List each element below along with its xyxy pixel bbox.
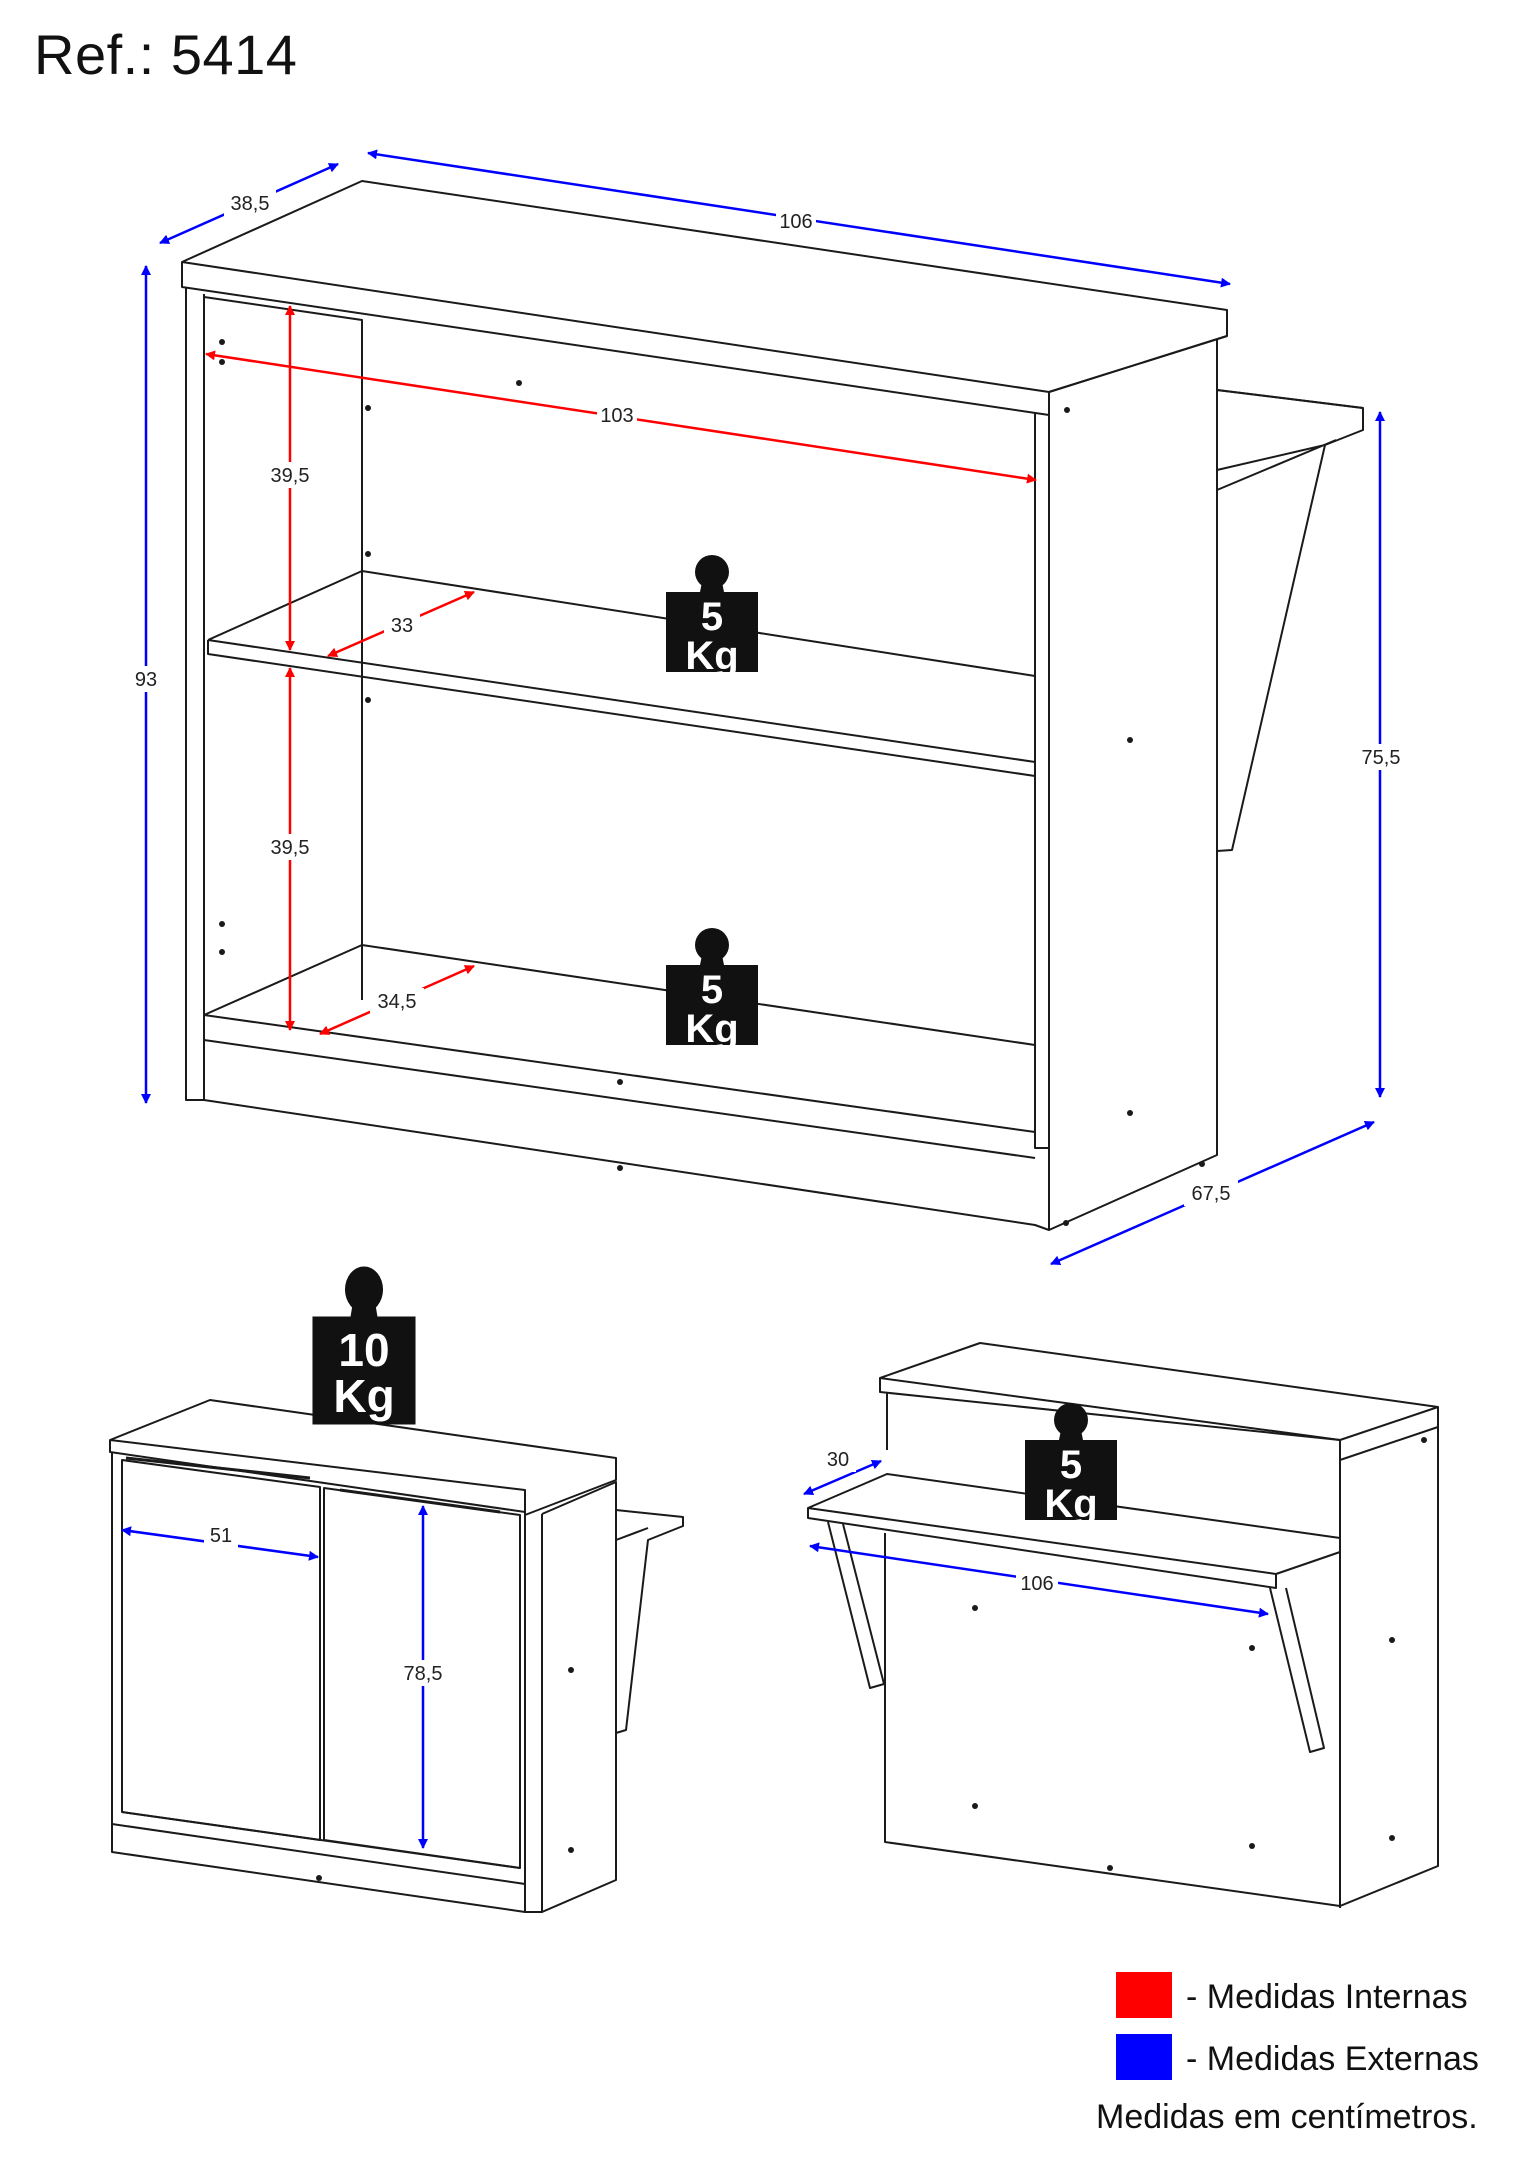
weight-icon-top-front: 10 Kg xyxy=(312,1266,416,1425)
label-inner-width: 103 xyxy=(600,405,633,427)
legend-swatch-external xyxy=(1116,2034,1172,2080)
dimension-labels-front: 51 78,5 xyxy=(204,1522,450,1686)
weight-value-counter: 5 xyxy=(1060,1443,1082,1487)
legend-label-internal: - Medidas Internas xyxy=(1186,1978,1468,2016)
weight-icon-upper-shelf: 5 Kg xyxy=(666,555,758,678)
weight-icon-lower-shelf: 5 Kg xyxy=(666,928,758,1051)
label-depth-top: 38,5 xyxy=(231,193,270,215)
label-height-total: 93 xyxy=(135,669,157,691)
label-shelf-depth-lower: 34,5 xyxy=(378,991,417,1013)
label-door-width: 51 xyxy=(210,1525,232,1547)
dimension-labels-main: 38,5 106 93 103 39,5 39,5 33 34,5 75,5 6… xyxy=(128,190,1408,1206)
reference-title: Ref.: 5414 xyxy=(34,23,298,86)
label-counter-depth: 30 xyxy=(827,1449,849,1471)
weight-icon-counter-back: 5 Kg xyxy=(1025,1403,1117,1526)
weight-unit-top-front: Kg xyxy=(333,1370,394,1422)
label-shelf-gap-upper: 39,5 xyxy=(271,465,310,487)
weight-value-upper: 5 xyxy=(701,595,723,639)
dimension-labels-back: 30 106 xyxy=(820,1446,1058,1596)
label-door-height: 78,5 xyxy=(404,1663,443,1685)
label-shelf-gap-lower: 39,5 xyxy=(271,837,310,859)
legend-internal: - Medidas Internas xyxy=(1116,1972,1496,2018)
weight-unit-lower: Kg xyxy=(685,1007,738,1051)
label-shelf-depth-upper: 33 xyxy=(391,615,413,637)
legend-label-external: - Medidas Externas xyxy=(1186,2040,1479,2078)
label-counter-height: 75,5 xyxy=(1362,747,1401,769)
weight-value-top-front: 10 xyxy=(338,1324,389,1376)
weight-unit-upper: Kg xyxy=(685,634,738,678)
label-width-top: 106 xyxy=(779,211,812,233)
weight-value-lower: 5 xyxy=(701,968,723,1012)
main-unit-drawing xyxy=(181,180,1364,1231)
label-counter-width: 106 xyxy=(1020,1573,1053,1595)
weight-unit-counter: Kg xyxy=(1044,1482,1097,1526)
back-view-drawing xyxy=(807,1342,1439,1908)
external-dimensions-front xyxy=(121,1505,428,1849)
label-total-depth: 67,5 xyxy=(1192,1183,1231,1205)
front-view-drawing xyxy=(109,1399,684,1913)
legend-external: - Medidas Externas xyxy=(1116,2034,1496,2080)
legend-swatch-internal xyxy=(1116,1972,1172,2018)
units-note: Medidas em centímetros. xyxy=(1096,2098,1478,2136)
